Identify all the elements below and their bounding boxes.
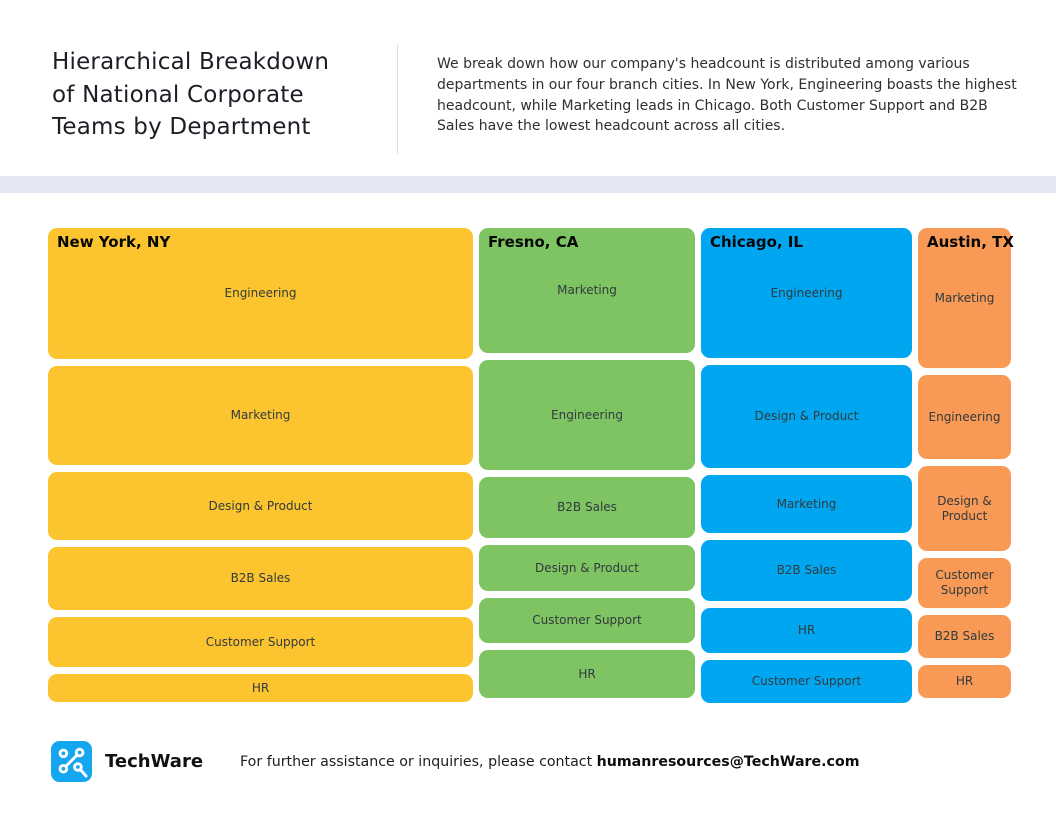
dept-block: Engineering New York, NY [48, 228, 473, 359]
contact-prefix: For further assistance or inquiries, ple… [240, 753, 597, 770]
dept-block: HR [701, 608, 912, 653]
dept-label: Customer Support [751, 674, 862, 688]
dept-label: HR [578, 666, 596, 681]
page-title-line: Teams by Department [52, 114, 311, 140]
dept-label: HR [797, 623, 816, 637]
dept-block: Marketing Fresno, CA [479, 228, 695, 353]
dept-block: Design & Product [479, 545, 695, 591]
header-divider [397, 44, 398, 154]
dept-block: HR [479, 650, 695, 698]
accent-band [0, 176, 1056, 193]
dept-block: Engineering [479, 360, 695, 470]
dept-label: HR [955, 674, 974, 688]
page-title: Hierarchical Breakdown of National Corpo… [52, 46, 329, 144]
dept-block: HR [48, 674, 473, 702]
dept-label: Design & Product [754, 409, 859, 423]
dept-block: Engineering Chicago, IL [701, 228, 912, 358]
city-label: Chicago, IL [710, 233, 803, 251]
dept-block: Marketing Austin, TX [918, 228, 1014, 368]
dept-block: Engineering [918, 375, 1011, 459]
city-label: New York, NY [57, 233, 171, 251]
dept-label: B2B Sales [230, 571, 291, 585]
page-title-line: of National Corporate [52, 81, 304, 108]
dept-block: Customer Support [918, 558, 1011, 608]
dept-label: B2B Sales [934, 629, 995, 643]
dept-label: Engineering [928, 409, 1001, 424]
dept-block: Marketing [48, 366, 473, 465]
dept-label: Marketing [934, 290, 995, 305]
dept-label: B2B Sales [557, 500, 617, 514]
dept-label: Marketing [557, 283, 617, 297]
dept-block: HR [918, 665, 1011, 698]
dept-label: Engineering [224, 286, 297, 300]
dept-block: B2B Sales [918, 615, 1011, 658]
dept-label: Marketing [776, 496, 837, 511]
dept-label: HR [251, 680, 270, 695]
contact-email: humanresources@TechWare.com [596, 753, 860, 770]
dept-block: Design & Product [48, 472, 473, 540]
dept-label: Design & Product [937, 493, 992, 523]
dept-block: Design & Product [918, 466, 1011, 551]
dept-label: Marketing [230, 408, 291, 422]
dept-label: Customer Support [205, 634, 316, 649]
contact-text: For further assistance or inquiries, ple… [240, 754, 859, 770]
dept-block: B2B Sales [479, 477, 695, 538]
dept-block: Customer Support [48, 617, 473, 667]
brand-name: TechWare [105, 751, 204, 772]
dept-label: Design & Product [535, 560, 639, 575]
dept-label: Customer Support [935, 568, 994, 597]
dept-label: Design & Product [208, 498, 313, 513]
city-label: Austin, TX [927, 233, 1014, 251]
dept-block: Customer Support [701, 660, 912, 703]
footer: TechWare For further assistance or inqui… [51, 741, 860, 782]
dept-block: B2B Sales [701, 540, 912, 601]
dept-block: Customer Support [479, 598, 695, 643]
dept-label: B2B Sales [776, 563, 837, 577]
dept-block: Marketing [701, 475, 912, 533]
dept-label: Engineering [770, 285, 843, 300]
dept-block: Design & Product [701, 365, 912, 468]
dept-label: Customer Support [532, 613, 642, 627]
city-label: Fresno, CA [488, 233, 579, 251]
page-title-line: Hierarchical Breakdown [52, 49, 330, 75]
dept-label: Engineering [551, 407, 623, 422]
page-description: We break down how our company's headcoun… [437, 56, 1017, 135]
dept-block: B2B Sales [48, 547, 473, 610]
techware-logo-icon [51, 741, 92, 782]
